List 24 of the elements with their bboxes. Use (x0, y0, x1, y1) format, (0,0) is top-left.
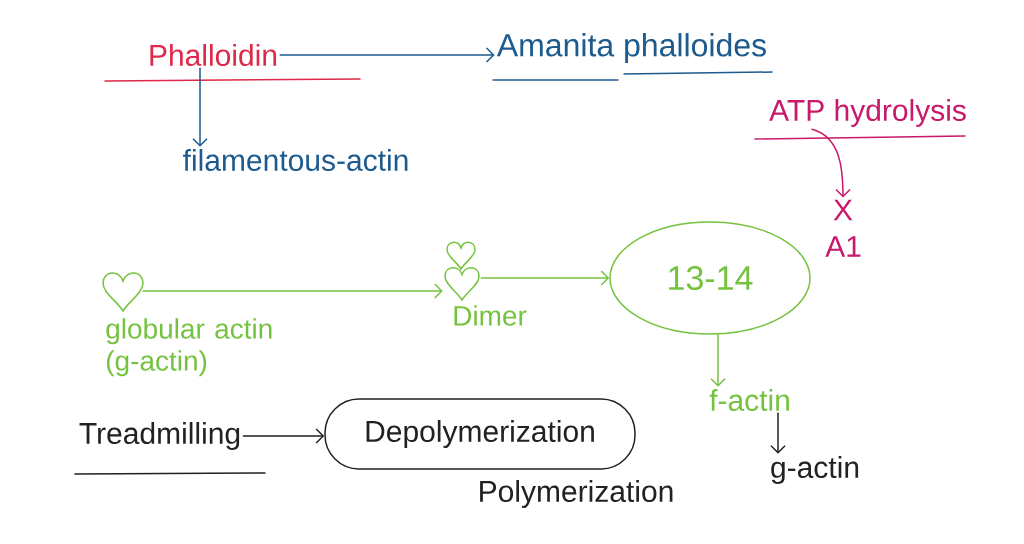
text-label: Polymerization (480, 480, 673, 508)
text-label: g-actin (771, 456, 859, 484)
text-label: filamentous-actin (183, 149, 408, 171)
arrow (811, 128, 851, 198)
ellipse-node: 13-14 (609, 221, 811, 335)
x-mark: X (833, 199, 853, 221)
rounded-box: Depolymerization (324, 398, 636, 470)
text-label: f-actin (709, 389, 789, 412)
node-label: Dimer (454, 305, 527, 326)
text-label: ATP hydrolysis (769, 99, 966, 127)
heart-icon (102, 272, 144, 312)
node-label: A1 (825, 236, 861, 257)
hearts-icon (444, 241, 480, 301)
arrow (242, 428, 325, 444)
arrow (192, 67, 208, 147)
text-label: Treadmilling (79, 422, 240, 450)
node-label: globular actin (g-actin) (106, 318, 272, 377)
arrow (142, 283, 443, 299)
text-label: Amanita phalloides (496, 33, 766, 63)
arrow (770, 412, 786, 454)
text-label: Phalloidin (150, 44, 277, 66)
arrow (279, 47, 495, 63)
arrow (480, 270, 610, 286)
arrow (710, 334, 726, 387)
